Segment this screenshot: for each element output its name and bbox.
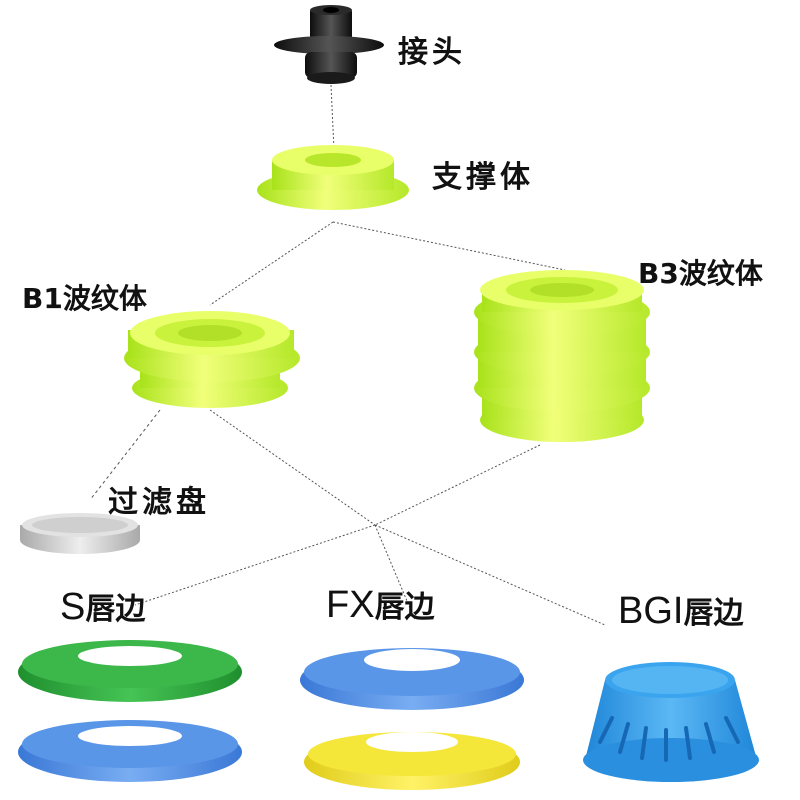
b1-bellows-part: [124, 311, 300, 408]
label-s-prefix: S: [60, 586, 86, 628]
s-lip-blue-part: [18, 720, 242, 782]
label-s-suffix: 唇边: [85, 592, 146, 627]
label-bgi-suffix: 唇边: [683, 596, 744, 631]
label-fx-lip: FX唇边: [326, 586, 435, 624]
line-b3-hub: [374, 444, 541, 526]
line-connector-support: [330, 84, 335, 151]
label-s-lip: S唇边: [60, 588, 145, 626]
line-support-b3: [332, 221, 566, 271]
support-part: [257, 145, 409, 210]
label-fx-prefix: FX: [326, 584, 375, 626]
line-b1-hub: [209, 409, 376, 526]
label-fx-suffix: 唇边: [374, 590, 435, 625]
label-bgi-prefix: BGI: [618, 590, 684, 632]
label-bgi-lip: BGI唇边: [618, 592, 743, 630]
b3-bellows-part: [474, 270, 650, 442]
line-b1-filter: [89, 409, 161, 501]
label-b3: B3波纹体: [638, 257, 763, 290]
line-support-b1: [209, 221, 334, 306]
line-hub-fx: [374, 524, 416, 621]
filter-disc-part: [20, 513, 140, 554]
connector-part: [274, 5, 384, 84]
bgi-lip-part: [583, 662, 759, 782]
fx-lip-blue-part: [300, 648, 524, 710]
connector-lines: [89, 84, 606, 626]
fx-lip-yellow-part: [304, 732, 520, 790]
s-lip-green-part: [18, 640, 242, 702]
label-support: 支撑体: [432, 160, 534, 195]
label-filter: 过滤盘: [108, 485, 210, 520]
label-connector: 接头: [398, 35, 466, 70]
line-hub-bgi: [374, 524, 606, 626]
label-b1: B1波纹体: [22, 282, 147, 315]
